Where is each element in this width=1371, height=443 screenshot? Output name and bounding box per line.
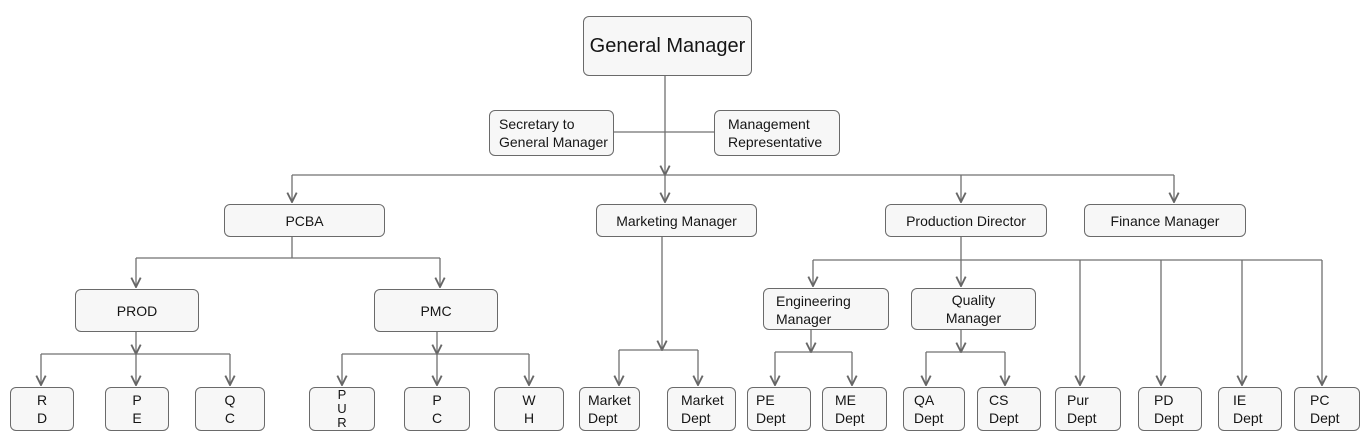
market-dept-1-node[interactable]: Market Dept (579, 387, 640, 431)
market-dept-1-label: Market Dept (588, 392, 631, 426)
pur-label: P U R (337, 387, 347, 430)
qa-dept-label: QA Dept (914, 392, 944, 426)
production-director-label: Production Director (906, 212, 1026, 229)
pc-dept-node[interactable]: PC Dept (1294, 387, 1360, 431)
me-dept-label: ME Dept (835, 392, 865, 426)
pe-label: P E (132, 392, 142, 426)
pc-node[interactable]: P C (404, 387, 470, 431)
general-manager-label: General Manager (589, 35, 746, 57)
pe-dept-node[interactable]: PE Dept (747, 387, 811, 431)
general-manager-node[interactable]: General Manager (583, 16, 752, 76)
pc-label: P C (431, 392, 443, 426)
finance-manager-label: Finance Manager (1110, 212, 1220, 229)
qa-dept-node[interactable]: QA Dept (903, 387, 965, 431)
pe-dept-label: PE Dept (756, 392, 786, 426)
pur-dept-node[interactable]: Pur Dept (1055, 387, 1121, 431)
pcba-node[interactable]: PCBA (224, 204, 385, 237)
pur-node[interactable]: P U R (309, 387, 375, 431)
wh-label: W H (522, 392, 536, 426)
pe-node[interactable]: P E (105, 387, 169, 431)
marketing-manager-node[interactable]: Marketing Manager (596, 204, 757, 237)
pd-dept-label: PD Dept (1154, 392, 1184, 426)
prod-label: PROD (116, 302, 158, 319)
pmc-label: PMC (420, 302, 452, 319)
engineering-manager-label: Engineering Manager (776, 293, 851, 327)
qc-node[interactable]: Q C (195, 387, 265, 431)
market-dept-2-node[interactable]: Market Dept (667, 387, 736, 431)
pmc-node[interactable]: PMC (374, 289, 498, 332)
quality-manager-label: Quality Manager (945, 292, 1002, 326)
finance-manager-node[interactable]: Finance Manager (1084, 204, 1246, 237)
rd-label: R D (36, 392, 48, 426)
cs-dept-node[interactable]: CS Dept (977, 387, 1041, 431)
pd-dept-node[interactable]: PD Dept (1138, 387, 1202, 431)
secretary-node[interactable]: Secretary to General Manager (489, 110, 614, 156)
pcba-label: PCBA (285, 212, 324, 229)
management-representative-label: Management Representative (728, 116, 823, 150)
market-dept-2-label: Market Dept (681, 392, 724, 426)
wh-node[interactable]: W H (494, 387, 564, 431)
ie-dept-node[interactable]: IE Dept (1218, 387, 1282, 431)
prod-node[interactable]: PROD (75, 289, 199, 332)
quality-manager-node[interactable]: Quality Manager (911, 288, 1036, 330)
me-dept-node[interactable]: ME Dept (822, 387, 887, 431)
qc-label: Q C (224, 392, 236, 426)
ie-dept-label: IE Dept (1233, 392, 1263, 426)
secretary-label: Secretary to General Manager (499, 116, 608, 150)
cs-dept-label: CS Dept (989, 392, 1019, 426)
rd-node[interactable]: R D (10, 387, 74, 431)
marketing-manager-label: Marketing Manager (616, 212, 737, 229)
management-representative-node[interactable]: Management Representative (714, 110, 840, 156)
production-director-node[interactable]: Production Director (885, 204, 1047, 237)
pc-dept-label: PC Dept (1310, 392, 1340, 426)
pur-dept-label: Pur Dept (1067, 392, 1097, 426)
engineering-manager-node[interactable]: Engineering Manager (763, 288, 889, 330)
